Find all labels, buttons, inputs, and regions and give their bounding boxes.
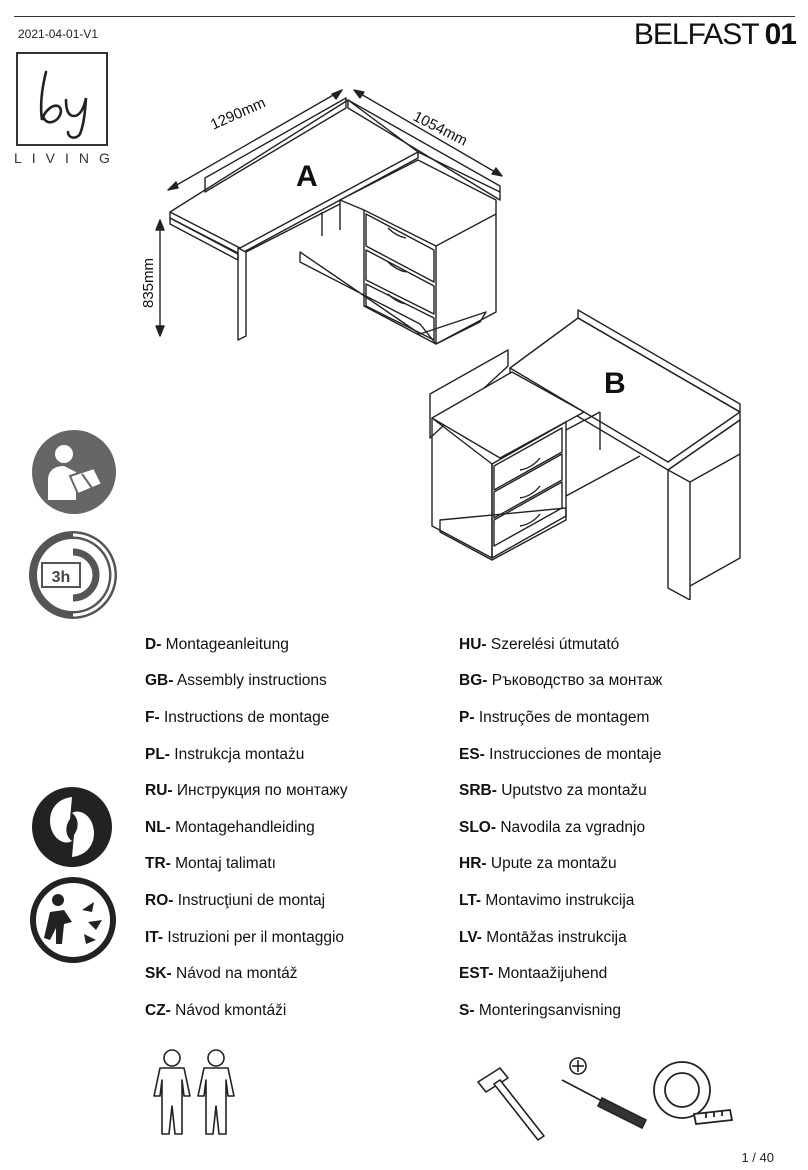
assembly-time-icon: 3h bbox=[29, 531, 117, 619]
language-item: SLO- Navodila za vgradnjo bbox=[459, 819, 646, 836]
dimension-lines bbox=[155, 89, 503, 337]
language-item: TR- Montaj talimatı bbox=[145, 855, 276, 872]
language-item: BG- Ръководство за монтаж bbox=[459, 672, 663, 689]
language-item: P- Instruções de montagem bbox=[459, 709, 650, 726]
language-item: PL- Instrukcja montażu bbox=[145, 746, 305, 763]
language-item: LT- Montavimo instrukcija bbox=[459, 892, 635, 909]
desk-variant-a-drawing bbox=[169, 97, 501, 345]
variant-a-label: A bbox=[296, 160, 318, 193]
two-persons-icon bbox=[153, 1049, 235, 1135]
tape-measure-icon bbox=[653, 1061, 734, 1125]
language-item: HR- Upute za montažu bbox=[459, 855, 617, 872]
brand-logo bbox=[16, 52, 108, 146]
brand-logo-mark bbox=[39, 70, 88, 139]
language-item: RU- Инструкция по монтажу bbox=[145, 782, 348, 799]
screwdriver-icon bbox=[561, 1057, 648, 1130]
language-item: S- Monteringsanvisning bbox=[459, 1002, 621, 1019]
product-name: BELFAST bbox=[633, 18, 760, 51]
assembly-time-value: 3h bbox=[52, 569, 71, 586]
tidyman-recycle-icon bbox=[30, 877, 116, 963]
product-number: 01 bbox=[764, 18, 797, 51]
language-item: CZ- Návod kmontáži bbox=[145, 1002, 287, 1019]
language-item: RO- Instrucţiuni de montaj bbox=[145, 892, 326, 909]
language-item: IT- Istruzioni per il montaggio bbox=[145, 929, 345, 946]
language-item: GB- Assembly instructions bbox=[145, 672, 327, 689]
language-item: LV- Montāžas instrukcija bbox=[459, 929, 627, 946]
language-item: NL- Montagehandleiding bbox=[145, 819, 315, 836]
language-item: SK- Návod na montáž bbox=[145, 965, 298, 982]
language-item: EST- Montaažijuhend bbox=[459, 965, 608, 982]
page-number: 1 / 40 bbox=[741, 1150, 774, 1165]
language-item: HU- Szerelési útmutató bbox=[459, 636, 620, 653]
language-item: ES- Instrucciones de montaje bbox=[459, 746, 662, 763]
green-dot-icon bbox=[32, 787, 112, 867]
variant-b-label: B bbox=[604, 367, 626, 400]
header-rule bbox=[14, 16, 795, 17]
language-item: F- Instructions de montage bbox=[145, 709, 330, 726]
language-item: SRB- Uputstvo za montažu bbox=[459, 782, 647, 799]
language-item: D- Montageanleitung bbox=[145, 636, 289, 653]
document-version: 2021-04-01-V1 bbox=[18, 27, 99, 41]
brand-logo-word: LIVING bbox=[14, 150, 120, 166]
product-drawing bbox=[155, 89, 741, 600]
read-manual-icon bbox=[32, 430, 116, 514]
height-dimension-label: 835mm bbox=[140, 257, 157, 308]
hammer-icon bbox=[477, 1067, 545, 1141]
desk-variant-b-drawing bbox=[429, 309, 741, 600]
